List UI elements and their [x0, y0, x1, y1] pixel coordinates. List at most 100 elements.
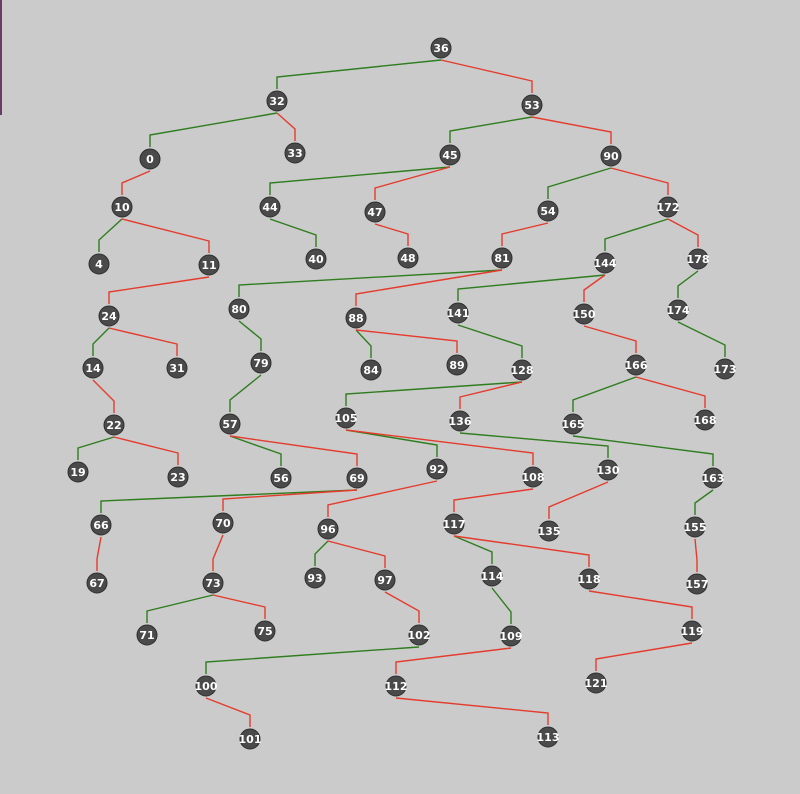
node-circle	[90, 514, 112, 536]
node-label: 166	[625, 359, 648, 372]
tree-node-157: 157	[686, 573, 708, 595]
tree-node-67: 67	[86, 572, 108, 594]
edge-96-93	[314, 540, 329, 566]
node-label: 4	[95, 258, 103, 271]
node-label: 165	[562, 418, 585, 431]
node-circle	[714, 358, 736, 380]
node-circle	[385, 675, 407, 697]
node-label: 84	[363, 364, 379, 377]
node-label: 118	[578, 573, 601, 586]
node-circle	[585, 672, 607, 694]
edge-73-71	[146, 594, 214, 623]
node-label: 53	[524, 99, 539, 112]
edge-90-54	[547, 167, 612, 199]
tree-node-24: 24	[98, 305, 120, 327]
node-circle	[521, 94, 543, 116]
edge-108-117	[453, 488, 534, 512]
edge-45-47	[374, 166, 451, 200]
node-circle	[491, 247, 513, 269]
node-circle	[136, 624, 158, 646]
node-label: 108	[522, 471, 545, 484]
edge-53-90	[531, 116, 612, 144]
node-label: 19	[70, 466, 85, 479]
tree-node-36: 36	[430, 37, 452, 59]
node-label: 117	[443, 518, 466, 531]
node-circle	[625, 354, 647, 376]
edge-105-92	[345, 429, 438, 457]
tree-node-165: 165	[562, 413, 585, 435]
window-edge	[0, 0, 2, 115]
node-label: 33	[287, 147, 302, 160]
edge-144-141	[457, 274, 606, 301]
node-label: 113	[537, 731, 560, 744]
node-circle	[481, 565, 503, 587]
node-label: 48	[400, 252, 415, 265]
edge-163-155	[694, 489, 714, 515]
tree-node-71: 71	[136, 624, 158, 646]
node-label: 119	[681, 625, 704, 638]
tree-node-11: 11	[198, 254, 220, 276]
node-circle	[537, 726, 559, 748]
tree-node-48: 48	[397, 247, 419, 269]
edge-14-22	[92, 379, 115, 413]
node-circle	[538, 520, 560, 542]
edge-81-88	[355, 269, 503, 306]
node-label: 67	[89, 577, 104, 590]
edge-155-157	[694, 538, 698, 572]
node-label: 128	[511, 364, 534, 377]
node-label: 141	[447, 307, 470, 320]
tree-node-97: 97	[374, 569, 396, 591]
tree-node-10: 10	[111, 196, 133, 218]
tree-node-73: 73	[202, 572, 224, 594]
node-label: 155	[684, 521, 707, 534]
tree-node-32: 32	[266, 90, 288, 112]
node-circle	[250, 352, 272, 374]
tree-node-144: 144	[594, 252, 617, 274]
tree-node-47: 47	[364, 201, 386, 223]
tree-node-81: 81	[491, 247, 513, 269]
tree-node-114: 114	[481, 565, 504, 587]
node-circle	[98, 305, 120, 327]
tree-node-84: 84	[360, 359, 382, 381]
edge-69-70	[222, 489, 358, 511]
tree-node-57: 57	[219, 413, 241, 435]
tree-node-173: 173	[714, 358, 736, 380]
node-circle	[439, 144, 461, 166]
node-label: 136	[449, 415, 472, 428]
node-circle	[212, 512, 234, 534]
node-circle	[686, 573, 708, 595]
node-circle	[397, 247, 419, 269]
edge-22-23	[113, 436, 179, 465]
tree-node-108: 108	[522, 466, 545, 488]
node-label: 81	[494, 252, 509, 265]
node-circle	[139, 148, 161, 170]
edge-114-109	[491, 587, 512, 624]
node-label: 112	[385, 680, 408, 693]
node-circle	[166, 357, 188, 379]
tree-node-102: 102	[408, 624, 430, 646]
node-label: 100	[195, 680, 218, 693]
tree-node-96: 96	[317, 518, 339, 540]
tree-node-135: 135	[538, 520, 560, 542]
edge-32-33	[276, 112, 296, 141]
node-label: 93	[307, 572, 322, 585]
node-circle	[254, 620, 276, 642]
node-circle	[597, 459, 619, 481]
edge-57-56	[229, 435, 282, 466]
edge-117-118	[453, 535, 590, 567]
node-label: 56	[273, 472, 289, 485]
edges-layer	[77, 59, 726, 727]
tree-node-130: 130	[597, 459, 620, 481]
tree-node-53: 53	[521, 94, 543, 116]
node-label: 109	[500, 630, 523, 643]
edge-174-173	[677, 321, 726, 357]
edge-10-4	[98, 218, 123, 252]
tree-node-172: 172	[657, 196, 679, 218]
node-circle	[111, 196, 133, 218]
node-label: 54	[540, 205, 556, 218]
node-circle	[511, 359, 533, 381]
edge-150-166	[583, 325, 637, 353]
node-circle	[684, 516, 706, 538]
edge-53-45	[449, 116, 533, 143]
